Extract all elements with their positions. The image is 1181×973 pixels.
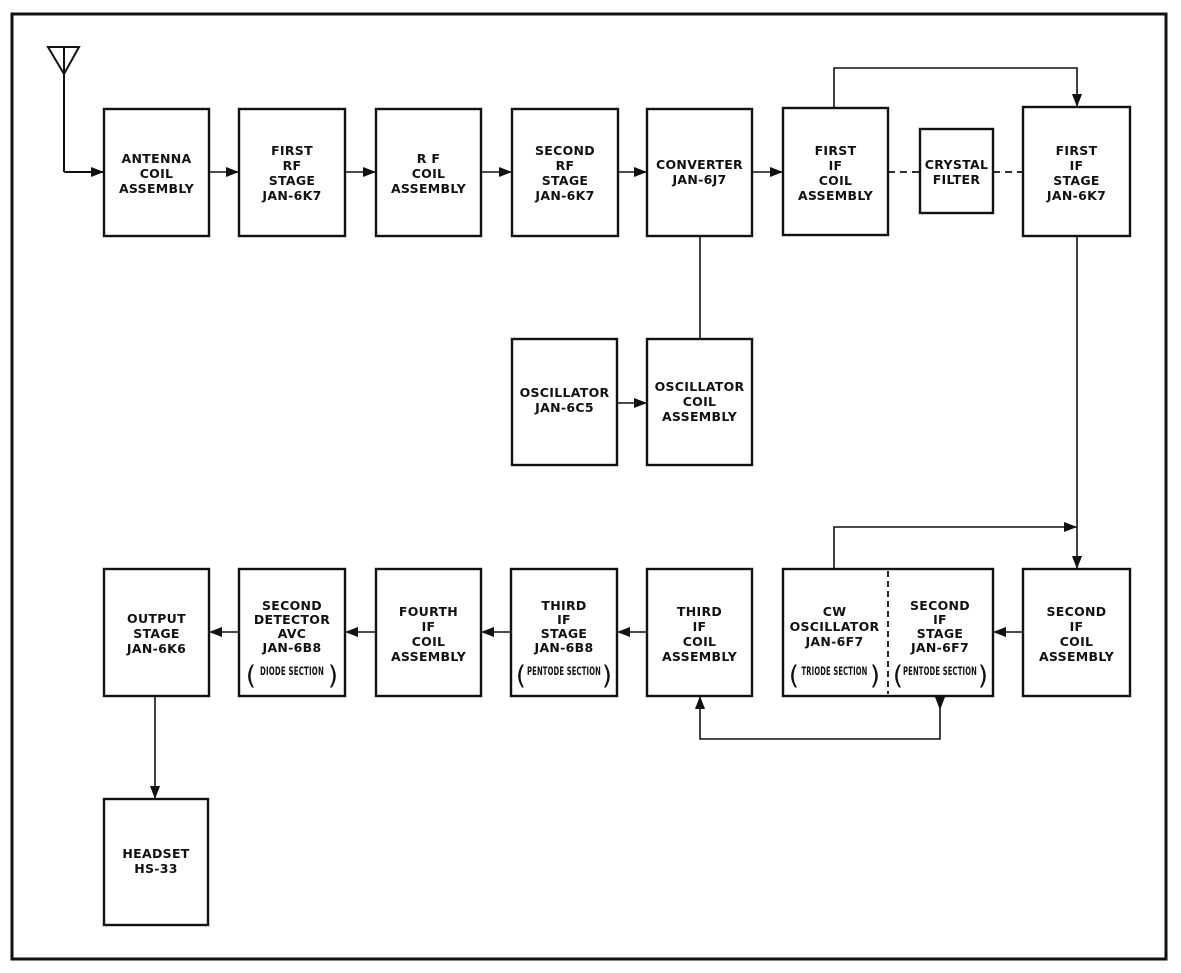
section-label: TRIODE SECTION bbox=[802, 664, 868, 678]
section-label: PENTODE SECTION bbox=[903, 664, 977, 678]
paren-left: ( bbox=[246, 661, 256, 691]
antenna-icon bbox=[46, 46, 104, 173]
paren-right: ) bbox=[602, 661, 612, 691]
paren-right: ) bbox=[978, 661, 988, 691]
paren-right: ) bbox=[870, 661, 880, 691]
paren-left: ( bbox=[893, 661, 903, 691]
paren-right: ) bbox=[328, 661, 338, 691]
arrowheads bbox=[91, 94, 1082, 799]
diagram-frame bbox=[10, 12, 1168, 961]
paren-left: ( bbox=[789, 661, 799, 691]
paren-left: ( bbox=[516, 661, 526, 691]
section-label: DIODE SECTION bbox=[260, 664, 324, 678]
section-label: PENTODE SECTION bbox=[527, 664, 601, 678]
